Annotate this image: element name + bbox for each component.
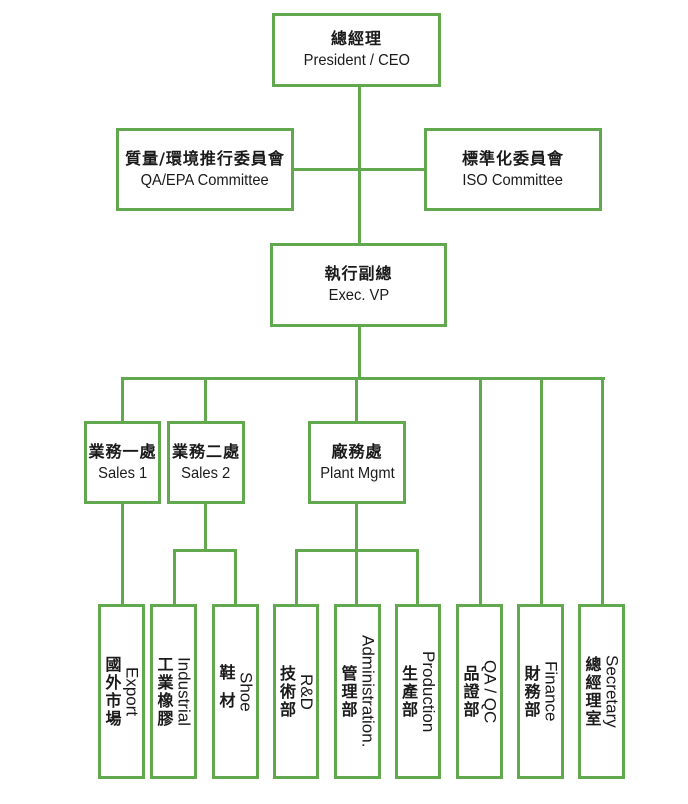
- sales2-zh: 業務二處: [171, 441, 240, 461]
- dept-rd-box: R&D 技術部: [273, 604, 319, 779]
- plant-mgmt-en: Plant Mgmt: [319, 464, 395, 482]
- connector-plant-production: [416, 549, 419, 605]
- connector-committees: [293, 168, 425, 171]
- connector-sales1-export: [121, 503, 124, 605]
- qa-epa-committee-en: QA/EPA Committee: [140, 171, 270, 189]
- sales1-zh: 業務一處: [88, 441, 157, 461]
- dept-industrial-box: Industrial 工業橡膠: [150, 604, 197, 779]
- connector-sales2-shoe: [234, 549, 237, 605]
- connector-plant-admin: [355, 549, 358, 605]
- connector-bus-secretary: [601, 377, 604, 605]
- dept-secretary-en: Secretary: [602, 655, 622, 728]
- plant-mgmt-box: 廠務處 Plant Mgmt: [308, 421, 406, 504]
- dept-rd-en: R&D: [297, 673, 316, 710]
- iso-committee-zh: 標準化委員會: [461, 148, 564, 168]
- dept-admin-box: Administration. 管理部: [334, 604, 381, 779]
- dept-export-zh: 國外市場: [102, 655, 122, 728]
- connector-plant-down: [355, 503, 358, 551]
- ceo-en: President / CEO: [303, 52, 410, 69]
- dept-export-box: Export 國外市場: [98, 604, 145, 779]
- dept-production-en: Production: [419, 650, 438, 733]
- dept-industrial-en: Industrial: [174, 657, 194, 726]
- dept-finance-en: Finance: [541, 661, 561, 722]
- connector-sales2-industrial: [173, 549, 176, 605]
- dept-shoe-box: Shoe 鞋材: [212, 604, 259, 779]
- exec-vp-box: 執行副總 Exec. VP: [270, 243, 447, 327]
- connector-bus-qaqc: [479, 377, 482, 605]
- dept-industrial-zh: 工業橡膠: [154, 655, 174, 728]
- connector-bus-finance: [540, 377, 543, 605]
- connector-bus-plant: [355, 377, 358, 422]
- connector-ceo-to-vp: [358, 86, 361, 244]
- connector-sales2-down: [204, 503, 207, 551]
- plant-mgmt-zh: 廠務處: [331, 441, 383, 461]
- dept-shoe-en: Shoe: [236, 671, 256, 712]
- dept-export-en: Export: [122, 666, 142, 717]
- connector-sales2-bus: [173, 549, 237, 552]
- ceo-box: 總經理 President / CEO: [272, 13, 441, 87]
- sales1-box: 業務一處 Sales 1: [84, 421, 161, 504]
- dept-production-box: Production 生產部: [395, 604, 441, 779]
- dept-qaqc-box: QA / QC 品證部: [456, 604, 503, 779]
- connector-bus-sales2: [204, 377, 207, 422]
- sales2-en: Sales 2: [181, 464, 231, 482]
- sales1-en: Sales 1: [97, 464, 148, 482]
- exec-vp-en: Exec. VP: [328, 287, 389, 304]
- connector-plant-rd: [295, 549, 298, 605]
- dept-qaqc-zh: 品證部: [460, 664, 480, 719]
- qa-epa-committee-box: 質量/環境推行委員會 QA/EPA Committee: [116, 128, 294, 211]
- qa-epa-committee-zh: 質量/環境推行委員會: [125, 148, 285, 168]
- dept-admin-en: Administration.: [358, 635, 378, 748]
- dept-secretary-box: Secretary 總經理室: [578, 604, 625, 779]
- dept-finance-box: Finance 財務部: [517, 604, 564, 779]
- connector-bus-sales1: [121, 377, 124, 422]
- dept-secretary-zh: 總經理室: [582, 655, 602, 728]
- ceo-zh: 總經理: [330, 29, 382, 48]
- connector-vp-down: [358, 326, 361, 379]
- connector-main-bus: [121, 377, 605, 380]
- sales2-box: 業務二處 Sales 2: [167, 421, 245, 504]
- iso-committee-en: ISO Committee: [462, 171, 564, 189]
- dept-rd-zh: 技術部: [277, 664, 296, 719]
- exec-vp-zh: 執行副總: [324, 264, 393, 283]
- dept-finance-zh: 財務部: [521, 664, 541, 719]
- dept-shoe-zh: 鞋材: [216, 663, 236, 720]
- dept-production-zh: 生產部: [399, 664, 418, 719]
- dept-admin-zh: 管理部: [338, 664, 358, 719]
- dept-qaqc-en: QA / QC: [480, 659, 500, 724]
- iso-committee-box: 標準化委員會 ISO Committee: [424, 128, 602, 211]
